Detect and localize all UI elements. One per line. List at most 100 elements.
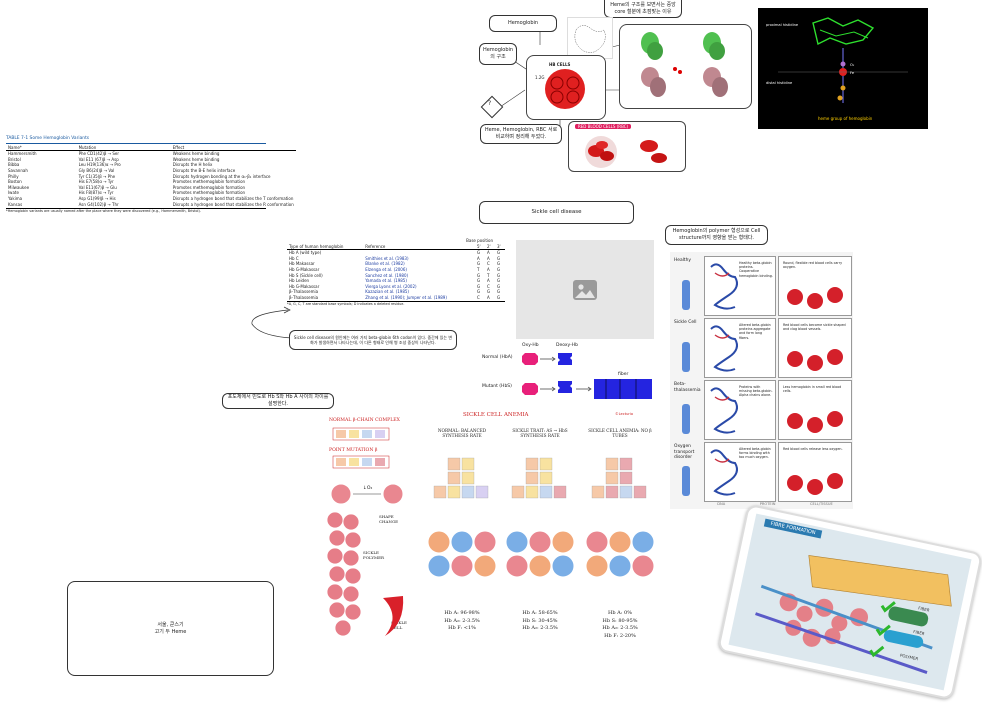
chain-block — [539, 485, 553, 499]
chain-block — [447, 485, 461, 499]
cell-text: Round, flexible red blood cells carry ox… — [783, 261, 843, 270]
sickle-title-node[interactable]: Sickle cell disease — [479, 201, 634, 224]
bottom-note-1: 서울, 쿤스기 — [157, 621, 184, 628]
dna-strand-icon — [682, 466, 690, 496]
variants-cell: Bibba — [8, 162, 20, 168]
sa-column-line: Hb F: <1% — [448, 625, 476, 631]
dna-strand-icon — [682, 404, 690, 434]
codon-note-node[interactable]: Sickle cell disease의 원인에는 여러 가지 beta-glo… — [289, 330, 457, 350]
heme-note: Heme의 구조를 보면서는 중앙 core 철분에 초점맞는 이유 — [610, 1, 676, 15]
codon-table: Base position Type of human hemoglobin R… — [287, 238, 505, 307]
chain-block — [447, 471, 461, 485]
variants-cell: Asn G4(102)β → Thr — [78, 201, 119, 207]
variants-cell: Weakens heme binding — [172, 151, 220, 157]
sa-column-line: Hb F: 2-20% — [604, 632, 636, 639]
variants-header: Effect — [122, 144, 296, 152]
compare-note-node[interactable]: 포도체에서 빈도로 Hb S와 Hb A 사이의 차이를 설명한다. — [222, 393, 334, 409]
protein-text: Altered beta-globin forms binding with t… — [739, 447, 771, 460]
tablet-label-2: POLYMER — [900, 653, 919, 662]
heme-note-node[interactable]: Heme의 구조를 보면서는 중앙 core 철분에 초점맞는 이유 — [604, 0, 682, 18]
heme-3d-card — [619, 24, 752, 109]
sa-column-line: Hb A₂: 2-3.5% — [522, 625, 558, 631]
codon-cell: Hb Makassar — [289, 261, 315, 267]
variants-header: Mutation — [38, 144, 123, 152]
hemoglobin-title-node[interactable]: Hemoglobin — [489, 15, 557, 32]
cell-panel: Red blood cells release less oxygen. — [778, 442, 852, 502]
codon-cell: β-Thalassemia — [289, 294, 319, 300]
structure-node[interactable]: Hemoglobin의 구조 — [479, 43, 517, 65]
chain-block — [525, 471, 539, 485]
sa-column-title: SICKLE TRAIT: AS → HbS SYNTHESIS RATE — [512, 428, 568, 439]
tetramer-circle — [585, 530, 609, 554]
diamond-label: ? — [488, 100, 492, 107]
codon-header: 3' — [494, 243, 505, 251]
chain-block — [605, 471, 619, 485]
chain-block — [539, 471, 553, 485]
codon-cell: A — [486, 266, 490, 272]
cell-panel: Round, flexible red blood cells carry ox… — [778, 256, 852, 316]
heme-label-2: O₂ — [850, 63, 855, 67]
sa-column-title: SICKLE CELL ANEMIA: NO β TUBES — [588, 428, 652, 439]
codon-footnote: *A, G, C, T are standard base symbols; D… — [287, 300, 505, 308]
image-placeholder[interactable] — [516, 240, 654, 339]
variants-cell: Disrupts the B-E helix interface — [172, 167, 236, 173]
codon-header: 5' — [475, 243, 485, 251]
sa-column-line: Hb S: 80-95% — [602, 617, 638, 624]
tetramer-circle — [631, 530, 655, 554]
bottom-note-node[interactable]: 서울, 쿤스기 고기 두 Heme — [67, 581, 274, 676]
dna-strand-icon — [682, 342, 690, 372]
codon-cell: Kazazian et al. (1985) — [365, 289, 409, 295]
structure-note-node[interactable]: Hemoglobin의 polymer 형성으로 Cell structure까… — [665, 225, 768, 245]
codon-cell: G — [486, 289, 491, 295]
mutant-label: Mutant (HbS) — [482, 384, 512, 389]
sa-column-line: Hb A: 0% — [608, 610, 632, 616]
variants-cell: Promotes methemoglobin formation — [172, 184, 246, 190]
chain-block — [605, 457, 619, 471]
cell-panel: Red blood cells become sickle shaped and… — [778, 318, 852, 378]
protein-text: Proteins with missing beta-globin. Alpha… — [739, 385, 773, 398]
heme-group-figure: proximal histidine Fe O₂ distal histidin… — [758, 8, 928, 129]
chain-block — [539, 457, 553, 471]
codon-cell: Hb G-Makassar — [289, 266, 320, 272]
heme-label-3: distal histidine — [766, 81, 793, 85]
dna-strand-icon — [682, 280, 690, 310]
variants-cell: Hammersmith — [8, 151, 37, 157]
grid-footer: DNA PROTEIN CELL/TISSUE — [700, 502, 850, 506]
variants-cell: Savannah — [8, 167, 28, 173]
chain-block — [461, 457, 475, 471]
rbc-note-node[interactable]: Heme, Hemoglobin, RBC 서로 비교하며 정리해 두었다. — [480, 124, 562, 144]
chain-block — [511, 485, 525, 499]
protein-panel: Proteins with missing beta-globin. Alpha… — [704, 380, 776, 440]
codon-cell: G — [496, 278, 501, 284]
sketch-image — [567, 17, 613, 59]
chain-block — [619, 457, 633, 471]
hemoglobin-variants-table: TABLE 7-1 Some Hemoglobin Variants Name*… — [6, 136, 296, 215]
codon-cell: Hb S (Sickle cell) — [289, 272, 323, 278]
chain-block — [525, 485, 539, 499]
normal-label: Normal (HbA) — [482, 355, 513, 360]
codon-cell: T — [486, 272, 490, 278]
sickle-anemia-credit: ©Lecturio — [615, 412, 634, 416]
chain-block — [475, 485, 489, 499]
codon-header: Reference — [363, 243, 475, 251]
tetramer-circle — [427, 554, 451, 578]
variants-cell: Milwaukee — [8, 184, 30, 190]
hemoglobin-structure-card: 1.2G HB CELLS — [526, 55, 606, 120]
codon-note: Sickle cell disease의 원인에는 여러 가지 beta-glo… — [293, 334, 453, 346]
codon-cell: G — [496, 289, 501, 295]
cell-panel: Less hemoglobin in small red blood cells… — [778, 380, 852, 440]
variants-cell: Val E11 (67)β → Asp — [78, 156, 119, 162]
codon-cell: Hb C — [289, 255, 299, 261]
chain-block — [461, 471, 475, 485]
codon-cell: C — [486, 283, 490, 289]
sickle-anemia-title: SICKLE CELL ANEMIA — [463, 412, 529, 418]
cell-text: Red blood cells become sickle shaped and… — [783, 323, 846, 332]
codon-cell: T — [477, 266, 480, 272]
grid-row-label: Sickle Cell — [674, 320, 697, 325]
codon-cell: G — [477, 250, 481, 256]
